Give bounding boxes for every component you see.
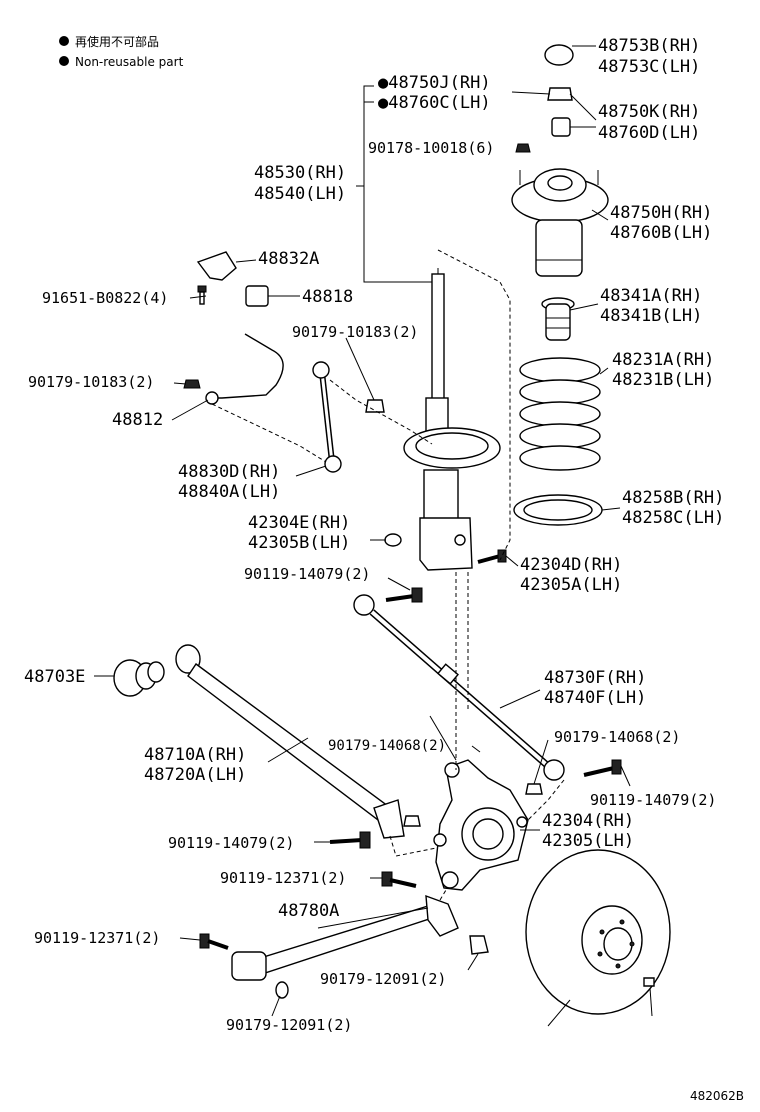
label-48750h: 48750H(RH) [610,203,712,223]
label-48258c: 48258C(LH) [622,508,724,528]
nut-90179-10183-b-icon [365,399,385,413]
label-90178-10018: 90178-10018(6) [368,139,494,157]
nut-48750j-icon [547,87,573,101]
label-90179-10183-left: 90179-10183(2) [28,373,154,391]
label-90179-14068-left: 90179-14068(2) [328,738,446,754]
lower-arm-48780a-icon [231,894,459,981]
non-reusable-marker-icon [59,36,69,46]
part-drawings [113,44,671,1015]
spring-seat-48258-icon [513,494,603,526]
label-48760c: ●48760C(LH) [378,93,491,113]
label-48740f: 48740F(LH) [544,688,646,708]
label-48231a: 48231A(RH) [612,350,714,370]
legend-en: Non-reusable part [75,55,184,69]
label-90179-10183-upper: 90179-10183(2) [292,323,418,341]
label-48750k: 48750K(RH) [598,102,700,122]
label-48530: 48530(RH) [254,163,346,183]
bolt-42304d-icon [477,549,507,564]
label-48753b: 48753B(RH) [598,36,700,56]
label-90119-14079-right: 90119-14079(2) [590,791,716,809]
bolt-90119-12371-b-icon [199,933,229,950]
brake-disc-icon [525,849,671,1015]
legend: 再使用不可部品 Non-reusable part [59,34,184,69]
bushing-48703e-icon [113,659,165,697]
label-42304e: 42304E(RH) [248,513,350,533]
bolt-90119-12371-a-icon [381,871,417,888]
label-48812: 48812 [112,410,163,430]
label-48818: 48818 [302,287,353,307]
label-42305a: 42305A(LH) [520,575,622,595]
non-reusable-marker-icon [59,56,69,66]
trailing-arm-48710a-icon [175,644,405,839]
bolt-90119-14079-c-icon [583,759,622,777]
bolt-90119-14079-b-icon [329,831,371,849]
label-48760d: 48760D(LH) [598,123,700,143]
washer-42304e-icon [384,533,402,547]
label-48710a: 48710A(RH) [144,745,246,765]
bushing-48818-icon [245,285,269,307]
label-48753c: 48753C(LH) [598,57,700,77]
label-48840a: 48840A(LH) [178,482,280,502]
label-48720a: 48720A(LH) [144,765,246,785]
label-48258b: 48258B(RH) [622,488,724,508]
legend-jp: 再使用不可部品 [75,34,159,49]
upper-mount-48750h-icon [511,168,609,277]
nut-90179-14068-b-icon [525,783,543,795]
stabilizer-bar-48812-icon [208,333,284,399]
label-90119-12371-left: 90119-12371(2) [34,929,160,947]
bump-stopper-48341-icon [541,297,575,341]
nut-90179-10183-a-icon [183,379,201,389]
coil-spring-48231-icon [519,357,601,471]
label-48830d: 48830D(RH) [178,462,280,482]
label-42304d: 42304D(RH) [520,555,622,575]
nut-90179-12091-b-icon [275,981,289,999]
label-48540: 48540(LH) [254,184,346,204]
bolt-90119-14079-a-icon [385,587,423,603]
lateral-link-48730f-icon [353,594,565,781]
leader-lines [94,45,653,1027]
label-42305: 42305(LH) [542,831,634,851]
label-48703e: 48703E [24,667,85,687]
label-90179-12091-right: 90179-12091(2) [320,970,446,988]
shock-absorber-48530-icon [403,268,501,571]
figure-id: 482062B [690,1089,744,1103]
label-48730f: 48730F(RH) [544,668,646,688]
nut-90179-14068-a-icon [403,815,421,827]
label-48231b: 48231B(LH) [612,370,714,390]
stabilizer-link-48830-icon [312,361,342,473]
nut-90178-icon [515,143,531,153]
assembly-dashed-lines [211,249,565,901]
bracket-48832-icon [196,251,237,281]
knuckle-42304-icon [433,759,529,891]
label-48832a: 48832A [258,249,319,269]
label-90179-14068-right: 90179-14068(2) [554,728,680,746]
label-90119-12371-upper: 90119-12371(2) [220,869,346,887]
stabilizer-bushing-icon [205,391,219,405]
part-labels: 48753B(RH) 48753C(LH) ●48750J(RH) ●48760… [24,36,744,1103]
label-91651-b0822: 91651-B0822(4) [42,289,168,307]
label-48341a: 48341A(RH) [600,286,702,306]
label-48780a: 48780A [278,901,339,921]
bushing-48750k-icon [551,117,571,137]
label-48341b: 48341B(LH) [600,306,702,326]
label-42304: 42304(RH) [542,811,634,831]
disc-screw-icon [643,977,655,987]
label-48750j: ●48750J(RH) [378,73,491,93]
label-90119-14079-upper: 90119-14079(2) [244,565,370,583]
cap-48753-icon [544,44,574,66]
bolt-91651-icon [197,285,207,305]
nut-90179-12091-a-icon [469,935,489,955]
label-90119-14079-lower: 90119-14079(2) [168,834,294,852]
label-48760b: 48760B(LH) [610,223,712,243]
label-90179-12091-bottom: 90179-12091(2) [226,1016,352,1034]
label-42305b: 42305B(LH) [248,533,350,553]
